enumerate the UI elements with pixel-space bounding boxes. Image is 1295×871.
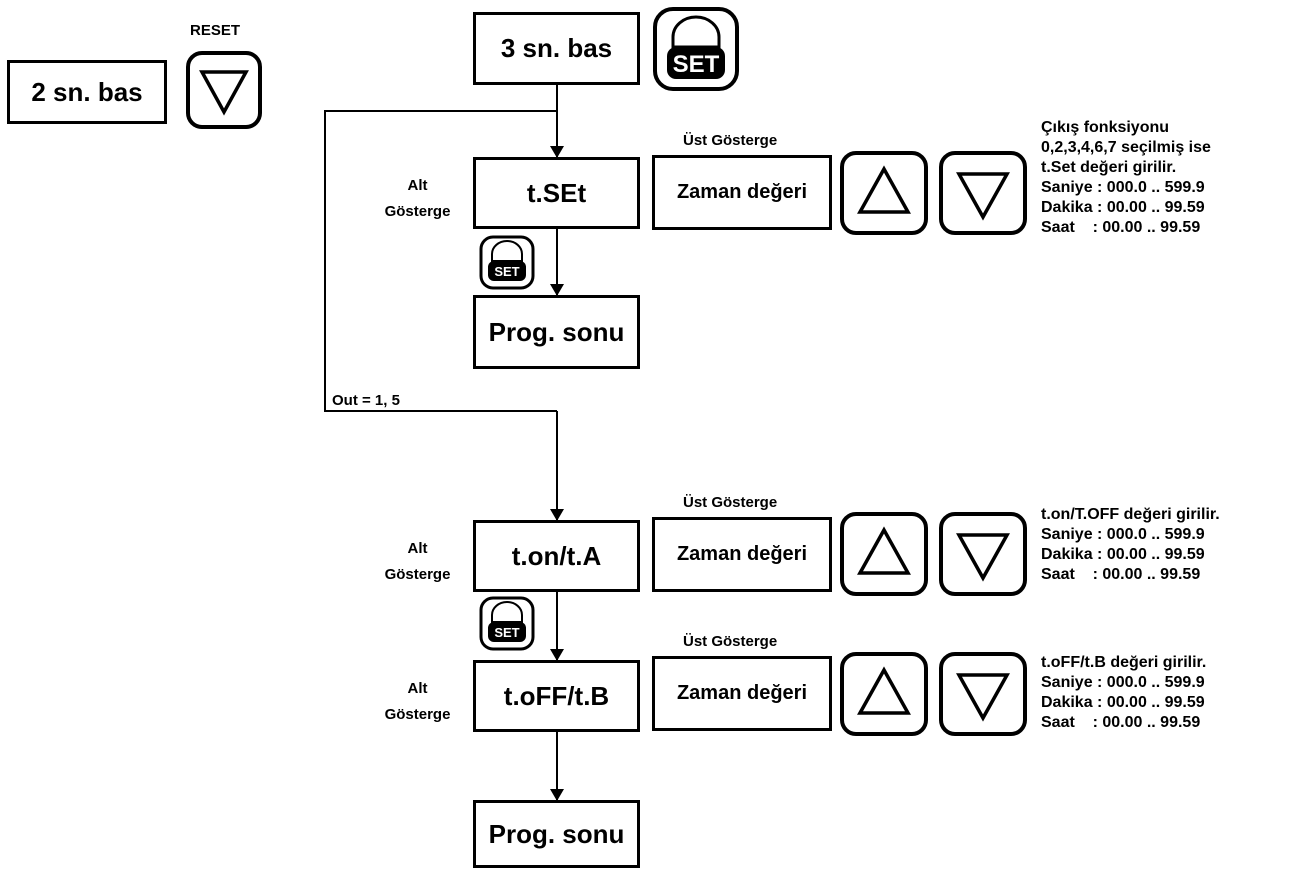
up-button-3[interactable]: [840, 652, 928, 736]
start-press-box: 3 sn. bas: [473, 12, 640, 85]
down-triangle-icon: [956, 673, 1010, 722]
value-box-1: Zaman değeri: [652, 155, 832, 230]
branch-label: Out = 1, 5: [332, 392, 400, 409]
down-triangle-icon: [956, 533, 1010, 582]
reset-label: RESET: [190, 22, 241, 39]
info-2: t.on/T.OFF değeri girilir. Saniye : 000.…: [1041, 506, 1220, 583]
down-triangle-icon: [199, 70, 249, 116]
info-1: Çıkış fonksiyonu 0,2,3,4,6,7 seçilmiş is…: [1041, 119, 1211, 236]
ton-box: t.on/t.A: [473, 520, 640, 592]
svg-text:SET: SET: [673, 51, 720, 78]
prog-end-box-1: Prog. sonu: [473, 295, 640, 369]
reset-button[interactable]: [186, 51, 262, 129]
set-icon: SET: [479, 235, 535, 290]
value-box-2: Zaman değeri: [652, 517, 832, 592]
ust-label-1: Üst Gösterge: [683, 132, 778, 149]
branch-line: [324, 110, 557, 412]
ust-label-3: Üst Gösterge: [683, 633, 778, 650]
prog-end-box-2: Prog. sonu: [473, 800, 640, 868]
down-button-1[interactable]: [939, 151, 1027, 235]
set-icon: SET: [653, 7, 739, 91]
up-button-2[interactable]: [840, 512, 928, 596]
down-button-2[interactable]: [939, 512, 1027, 596]
up-triangle-icon: [857, 526, 911, 575]
up-triangle-icon: [857, 165, 911, 214]
reset-press-box: 2 sn. bas: [7, 60, 167, 124]
tset-box: t.SEt: [473, 157, 640, 229]
set-button-small-1[interactable]: SET: [479, 235, 535, 290]
up-triangle-icon: [857, 666, 911, 715]
value-box-3: Zaman değeri: [652, 656, 832, 731]
svg-text:SET: SET: [494, 625, 519, 640]
info-3: t.oFF/t.B değeri girilir. Saniye : 000.0…: [1041, 654, 1207, 731]
svg-text:SET: SET: [494, 264, 519, 279]
down-button-3[interactable]: [939, 652, 1027, 736]
set-button-small-2[interactable]: SET: [479, 596, 535, 651]
toff-box: t.oFF/t.B: [473, 660, 640, 732]
set-button[interactable]: SET: [653, 7, 739, 91]
set-icon: SET: [479, 596, 535, 651]
down-triangle-icon: [956, 172, 1010, 221]
ust-label-2: Üst Gösterge: [683, 494, 778, 511]
up-button-1[interactable]: [840, 151, 928, 235]
